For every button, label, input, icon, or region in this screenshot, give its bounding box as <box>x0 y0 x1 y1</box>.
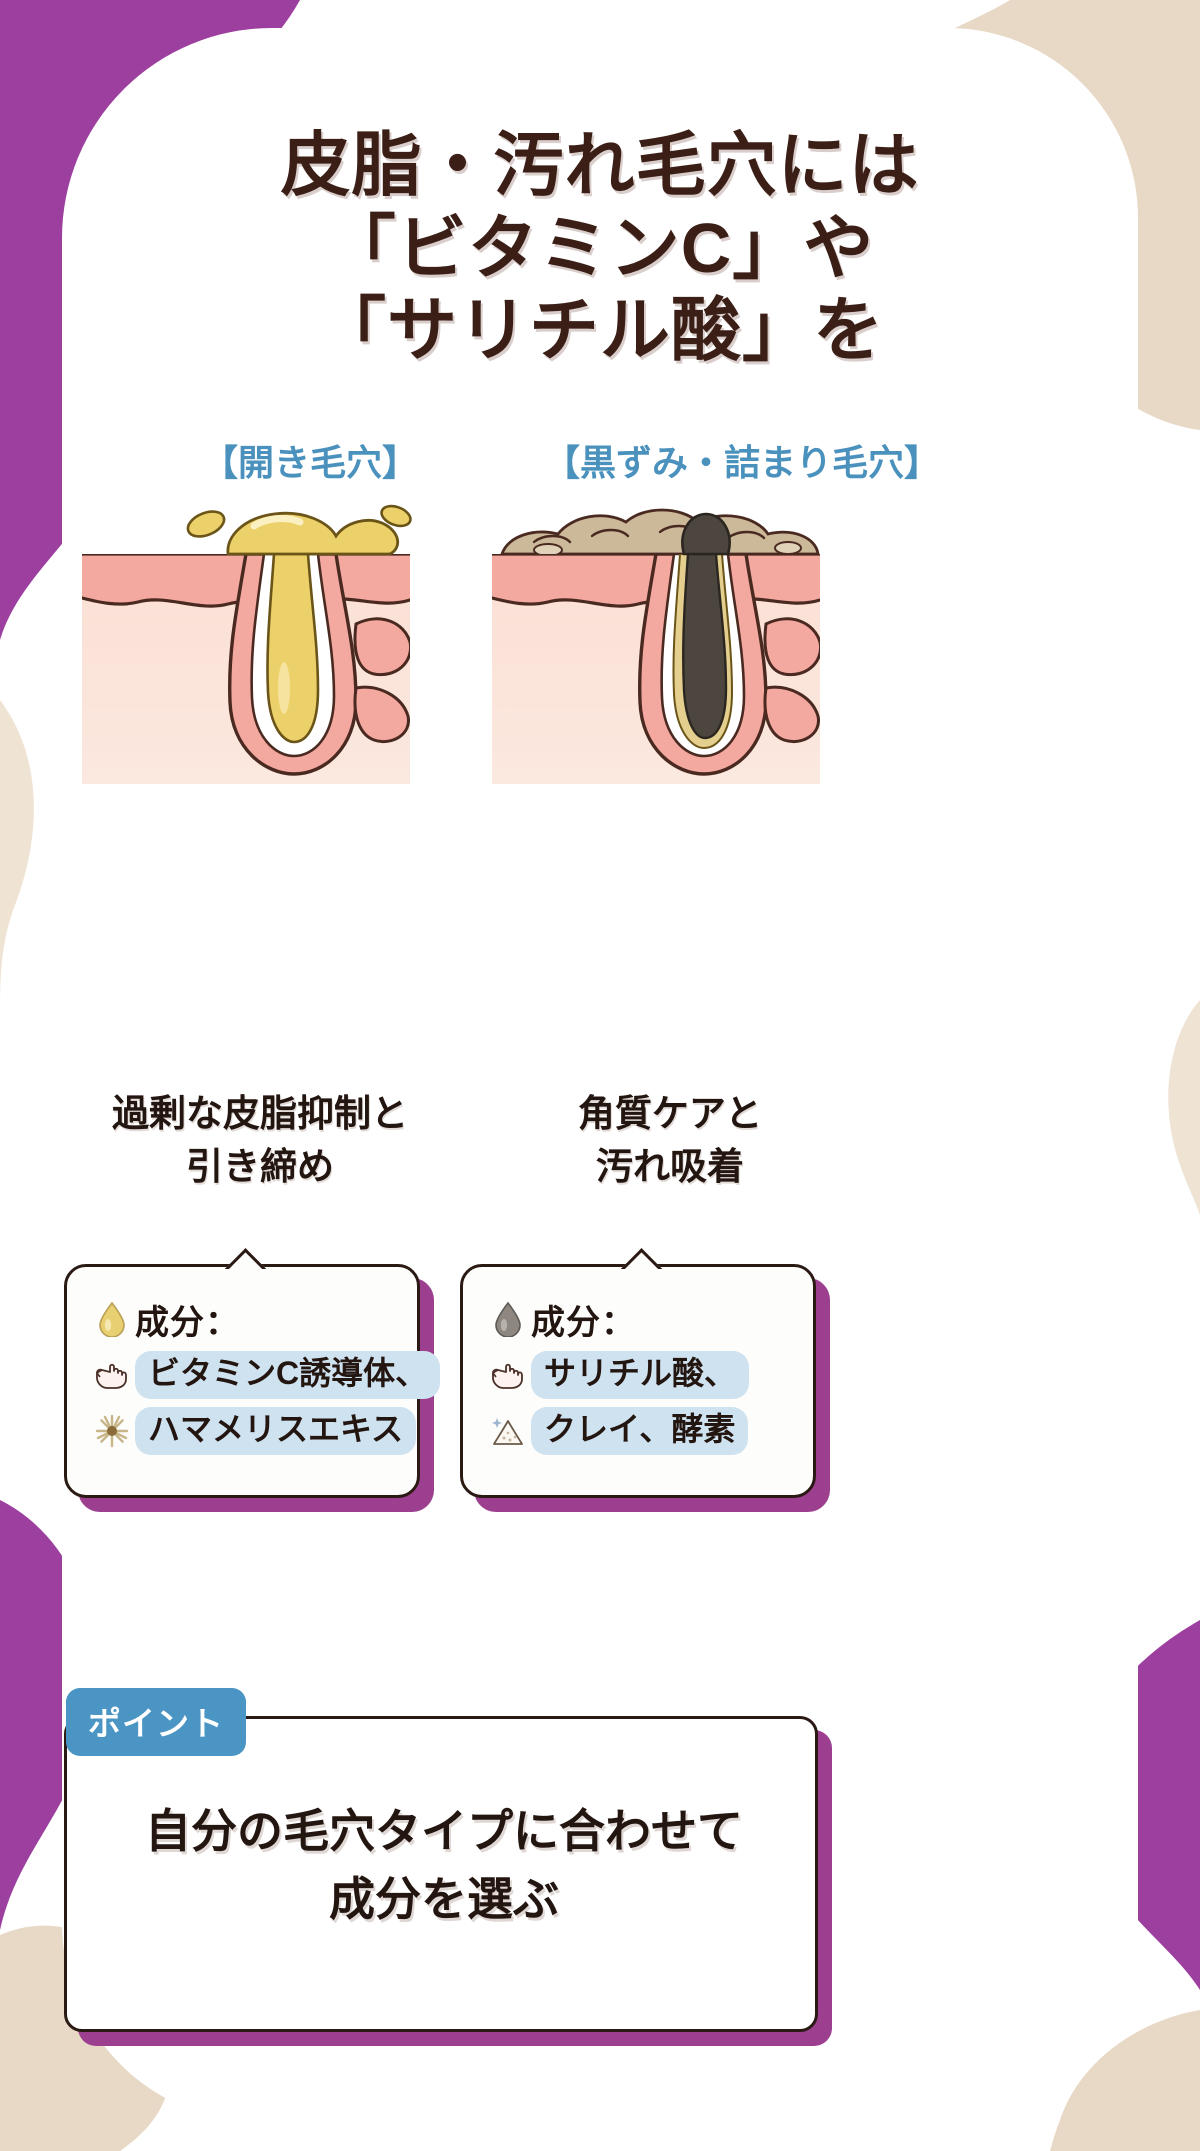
caption-left-line-2: 引き締め <box>186 1145 334 1187</box>
ingredient-heading-label: 成分： <box>135 1303 240 1342</box>
card-pointer-notch <box>223 1247 267 1269</box>
page-title: 皮脂・汚れ毛穴には 「ビタミンC」や 「サリチル酸」を <box>0 124 1200 372</box>
ingredient-heading-row: 成分： <box>89 1293 417 1345</box>
title-line-3: 「サリチル酸」を <box>316 291 884 370</box>
point-box: 自分の毛穴タイプに合わせて 成分を選ぶ <box>64 1716 818 2032</box>
sebum-droplet-left <box>186 510 226 538</box>
point-badge: ポイント <box>66 1688 246 1756</box>
ingredient-item-label: クレイ、酵素 <box>531 1407 749 1455</box>
ingredient-heading-row: 成分： <box>485 1293 813 1345</box>
witch-hazel-flower-icon <box>89 1414 135 1448</box>
ingredient-item-label: ビタミンC誘導体、 <box>135 1351 441 1399</box>
ingredient-heading-label: 成分： <box>531 1303 636 1342</box>
pointing-hand-icon <box>89 1361 135 1389</box>
pointing-hand-icon <box>485 1361 531 1389</box>
blackhead-head <box>681 512 731 556</box>
ingredient-card-clogged-pore: 成分： サリチル酸、 <box>460 1264 830 1512</box>
caption-clogged-pore: 角質ケアと 汚れ吸着 <box>470 1088 870 1193</box>
gray-droplet-icon <box>485 1301 531 1337</box>
ingredient-card-open-pore: 成分： ビタミンC誘導体、 <box>64 1264 441 1512</box>
open-pore-sebum-diagram <box>82 504 412 784</box>
column-header-open-pore: 【開き毛穴】 <box>201 442 418 483</box>
ingredient-item-row: ビタミンC誘導体、 <box>89 1349 441 1401</box>
ingredient-item-label: サリチル酸、 <box>531 1351 750 1399</box>
clogged-blackhead-pore-diagram <box>492 508 820 784</box>
point-section: 自分の毛穴タイプに合わせて 成分を選ぶ ポイント <box>64 1688 832 2046</box>
ingredient-item-row: クレイ、酵素 <box>485 1405 813 1457</box>
point-text: 自分の毛穴タイプに合わせて 成分を選ぶ <box>67 1797 821 1933</box>
yellow-droplet-icon <box>89 1301 135 1337</box>
caption-right-line-2: 汚れ吸着 <box>596 1145 744 1187</box>
column-header-clogged-pore: 【黒ずみ・詰まり毛穴】 <box>543 442 940 483</box>
keratin-buildup-layer <box>500 508 820 557</box>
blackhead-plug <box>682 554 728 740</box>
ingredient-item-row: ハマメリスエキス <box>89 1405 417 1457</box>
clay-powder-icon <box>485 1415 531 1447</box>
ingredient-item-row: サリチル酸、 <box>485 1349 813 1401</box>
caption-open-pore: 過剰な皮脂抑制と 引き締め <box>60 1088 460 1193</box>
caption-right-line-1: 角質ケアと <box>577 1093 763 1134</box>
card-body: 成分： サリチル酸、 <box>460 1264 816 1498</box>
caption-left-line-1: 過剰な皮脂抑制と <box>112 1093 408 1134</box>
title-line-2: 「ビタミンC」や <box>325 208 875 287</box>
card-body: 成分： ビタミンC誘導体、 <box>64 1264 441 1498</box>
card-pointer-notch <box>619 1247 663 1269</box>
ingredient-item-label: ハマメリスエキス <box>135 1407 417 1455</box>
point-line-2: 成分を選ぶ <box>329 1873 559 1926</box>
point-line-1: 自分の毛穴タイプに合わせて <box>145 1805 743 1857</box>
title-line-1: 皮脂・汚れ毛穴には <box>280 126 920 204</box>
